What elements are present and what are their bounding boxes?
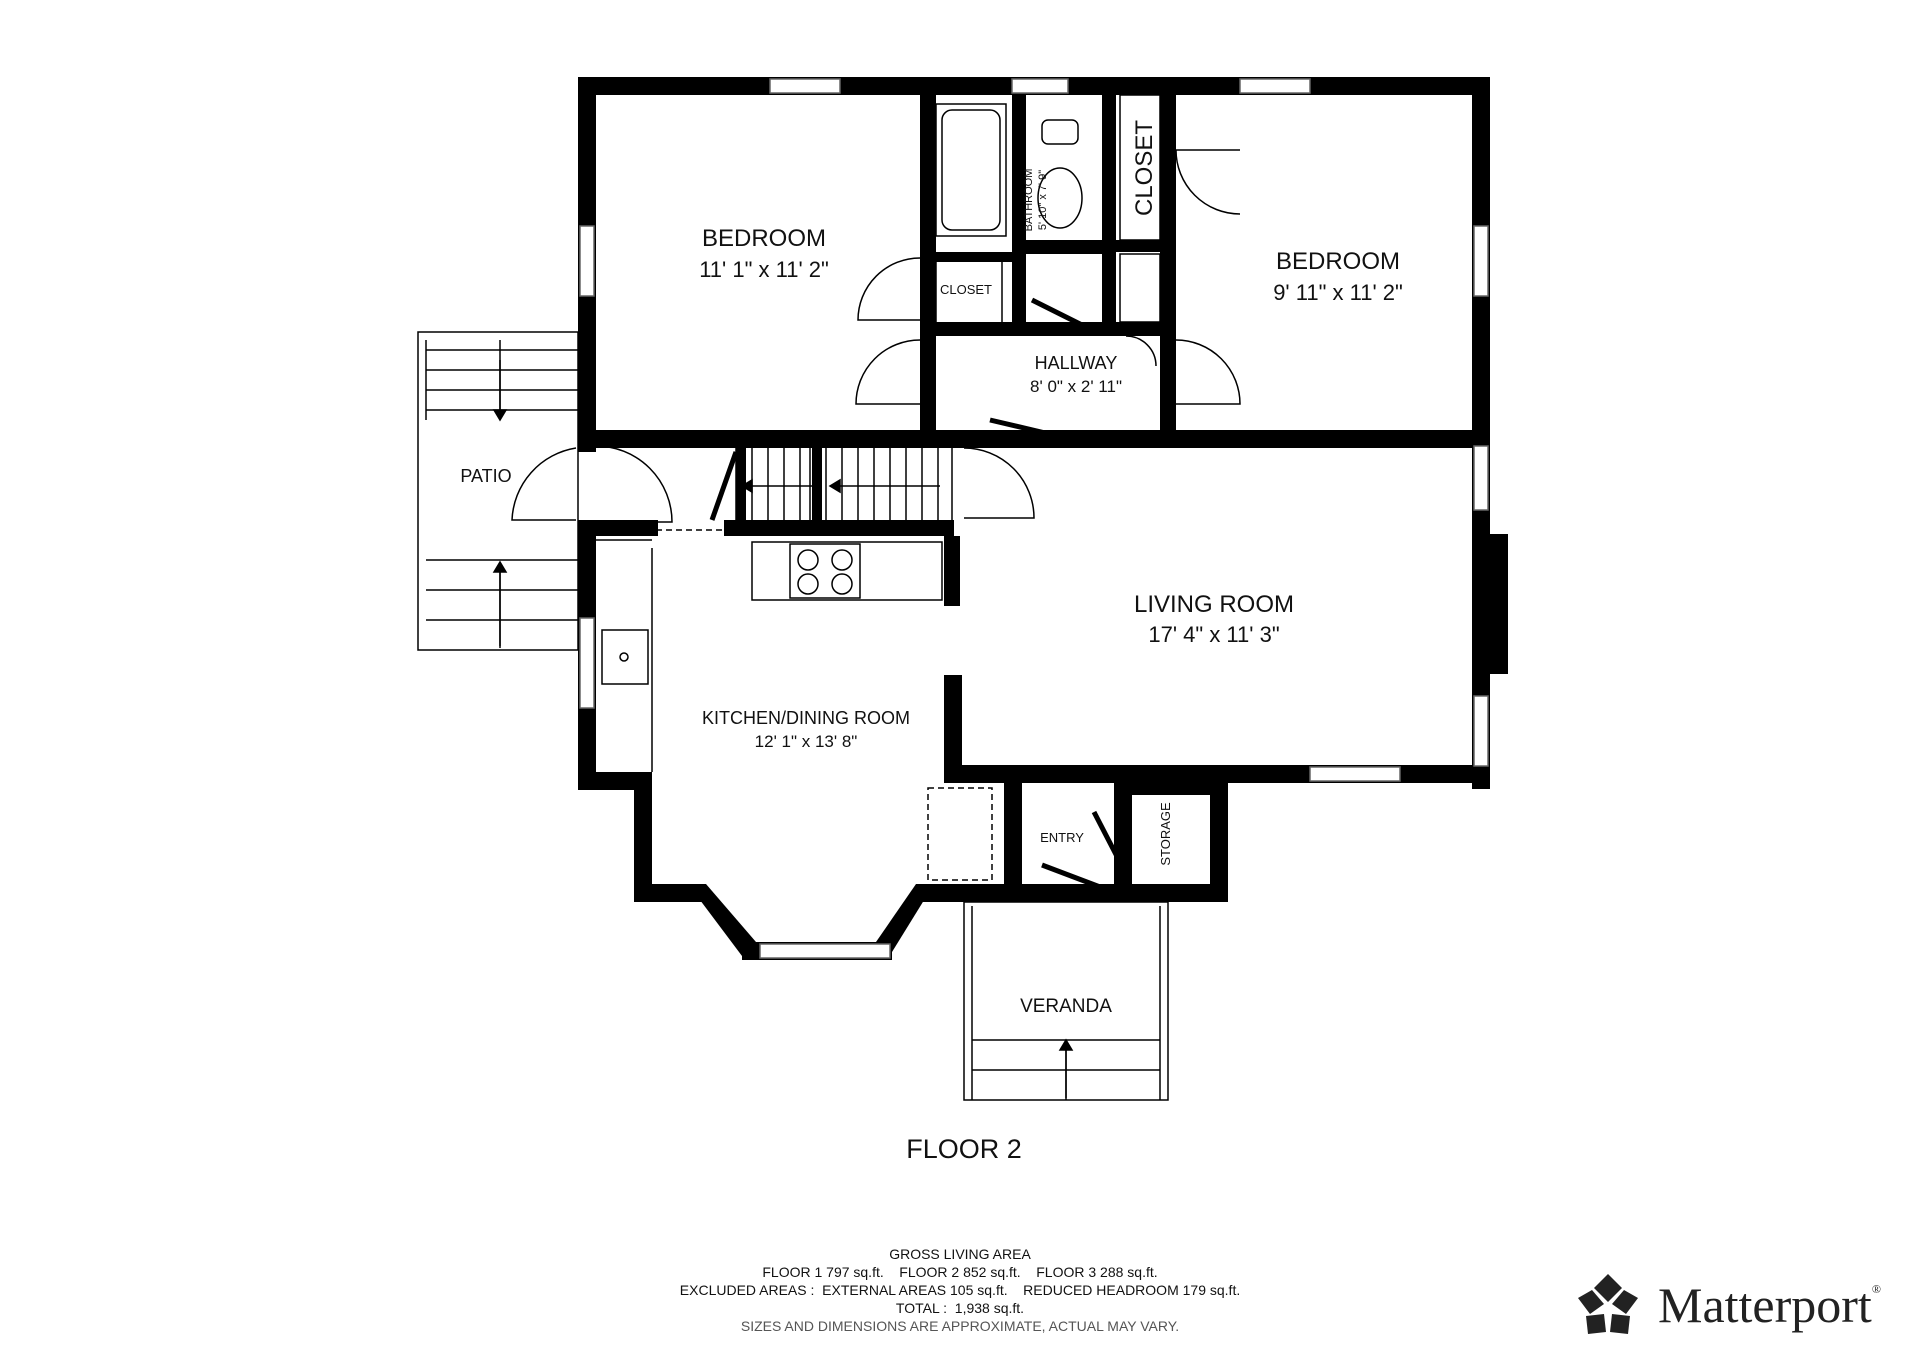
living-room-dims: 17' 4" x 11' 3" — [1148, 622, 1279, 647]
kitchen-dims: 12' 1" x 13' 8" — [755, 732, 858, 751]
entry-name: ENTRY — [1040, 830, 1084, 845]
bedroom-left-name: BEDROOM — [702, 225, 826, 252]
storage-name: STORAGE — [1158, 802, 1173, 866]
stair-arrows — [492, 360, 1074, 1098]
area-heading: GROSS LIVING AREA — [889, 1246, 1031, 1262]
closet-large-name: CLOSET — [1131, 120, 1158, 216]
bathroom-name: BATHROOM — [1023, 169, 1035, 232]
area-summary: GROSS LIVING AREA FLOOR 1 797 sq.ft. FLO… — [560, 1245, 1360, 1335]
hallway-dims: 8' 0" x 2' 11" — [1030, 377, 1122, 396]
doors — [511, 149, 1241, 523]
patio-name: PATIO — [460, 466, 511, 486]
room-labels: BEDROOM 11' 1" x 11' 2" BEDROOM 9' 11" x… — [460, 120, 1402, 1164]
area-total-line: TOTAL : 1,938 sq.ft. — [895, 1300, 1025, 1316]
area-floors-line: FLOOR 1 797 sq.ft. FLOOR 2 852 sq.ft. FL… — [762, 1264, 1158, 1280]
kitchen-name: KITCHEN/DINING ROOM — [702, 708, 910, 728]
closet-small-name: CLOSET — [940, 282, 992, 297]
bedroom-left-dims: 11' 1" x 11' 2" — [699, 257, 829, 282]
hallway-name: HALLWAY — [1035, 353, 1118, 373]
bedroom-right-dims: 9' 11" x 11' 2" — [1273, 280, 1403, 305]
door-leaves — [709, 297, 1127, 893]
floor-title: FLOOR 2 — [906, 1134, 1022, 1164]
bathroom-dims: 5' 10" x 7' 9" — [1037, 170, 1049, 230]
area-excluded-line: EXCLUDED AREAS : EXTERNAL AREAS 105 sq.f… — [679, 1282, 1241, 1298]
matterport-logo: Matterport® — [1572, 1270, 1912, 1342]
matterport-logo-icon — [1578, 1274, 1638, 1334]
veranda-name: VERANDA — [1020, 996, 1112, 1017]
disclaimer: SIZES AND DIMENSIONS ARE APPROXIMATE, AC… — [740, 1318, 1180, 1334]
fixtures — [417, 94, 1169, 1101]
brand-mark: ® — [1871, 1282, 1881, 1296]
living-room-name: LIVING ROOM — [1134, 591, 1294, 618]
windows — [579, 78, 1489, 959]
bedroom-right-name: BEDROOM — [1276, 248, 1400, 275]
brand-name: Matterport — [1658, 1277, 1872, 1333]
